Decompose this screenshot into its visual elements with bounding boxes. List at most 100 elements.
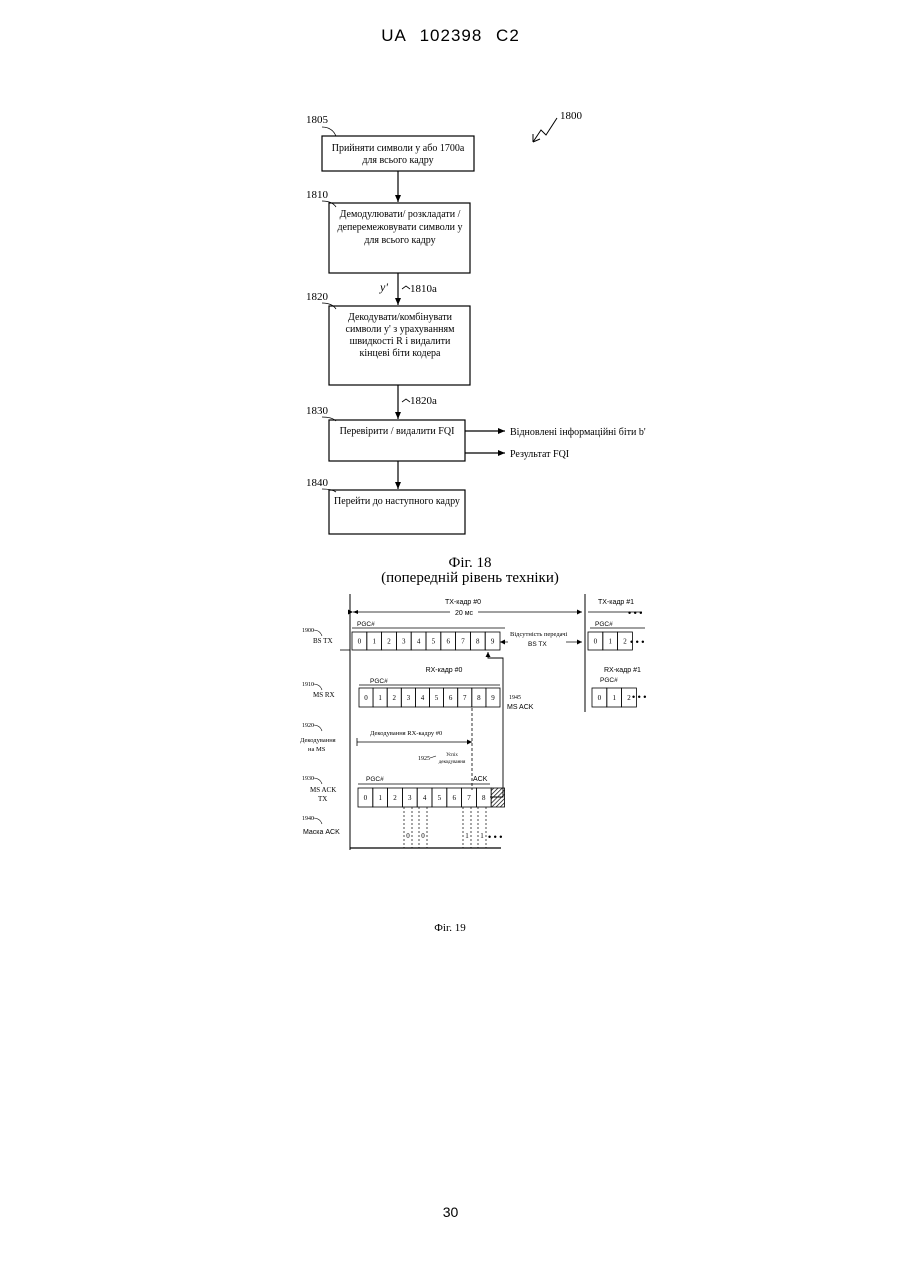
row-ref-1930: 1930 — [302, 776, 314, 782]
slot-number: 4 — [421, 694, 425, 702]
step-ref-1805: 1805 — [306, 114, 329, 126]
slot-number: 2 — [627, 694, 631, 702]
pgc-label: PGC# — [595, 621, 613, 628]
tx-frame-1-label: TX-кадр #1 — [598, 599, 634, 606]
slot-number: 8 — [482, 794, 486, 802]
rx-frame-0-label: RX-кадр #0 — [426, 667, 463, 674]
mask-value: 0 — [421, 832, 425, 840]
slot-number: 4 — [423, 794, 427, 802]
row-ref-1920: 1920 — [302, 723, 314, 729]
figure-18-title: Фіг. 18 — [300, 556, 640, 571]
ms-rx-slots: 0123456789 — [359, 688, 500, 707]
signal-y-prime: y' — [379, 280, 388, 294]
step-text: Декодувати/комбінувати — [348, 312, 453, 323]
step-text: для всього кадру — [364, 235, 435, 246]
row-label-ack-mask: Маска ACK — [303, 829, 340, 836]
success-ref-1925: 1925 — [418, 756, 430, 762]
slot-number: 1 — [372, 638, 376, 646]
step-text: Перевірити / видалити FQI — [340, 426, 455, 437]
ms-ack-label: MS ACK — [507, 704, 534, 711]
figure-19-caption: Фіг. 19 — [400, 922, 500, 934]
step-text: деперемежовувати символи y — [337, 222, 462, 233]
slot-number: 1 — [378, 794, 382, 802]
slot-number: 7 — [467, 794, 471, 802]
duration-label: 20 мс — [455, 610, 474, 617]
step-ref-1820: 1820 — [306, 291, 329, 303]
row-label-ack-tx: TX — [318, 795, 327, 803]
row-label-decode: на MS — [308, 746, 326, 753]
slot-number: 5 — [432, 638, 436, 646]
slot-number: 3 — [402, 638, 406, 646]
slot-number: 5 — [438, 794, 442, 802]
slot-number: 6 — [452, 794, 456, 802]
step-text: кінцеві біти кодера — [360, 348, 441, 359]
ms-ack-ref-1945: 1945 — [509, 695, 521, 701]
bs-tx-slots: 0 1 2 3 4 5 6 7 8 9 — [352, 632, 500, 650]
slot-number: 4 — [417, 638, 421, 646]
row-ref-1910: 1910 — [302, 682, 314, 688]
slot-number: 0 — [358, 638, 362, 646]
slot-number: 7 — [461, 638, 465, 646]
page-number: 30 — [0, 1204, 901, 1220]
slot-number: 0 — [364, 794, 368, 802]
slot-number: 0 — [598, 694, 602, 702]
step-ref-1810: 1810 — [306, 189, 329, 201]
slot-number: 5 — [435, 694, 439, 702]
signal-ref-1820a: 1820a — [410, 395, 437, 407]
row-label-bs-tx: BS TX — [313, 637, 333, 645]
slot-number: 3 — [408, 794, 412, 802]
timing-diagram-fig19: TX-кадр #0 TX-кадр #1 • • • 20 мс 1900 B… — [300, 594, 646, 850]
row-label-ack-tx: MS ACK — [310, 786, 336, 794]
ellipsis: • • • — [632, 692, 646, 702]
row-ref-1940: 1940 — [302, 816, 314, 822]
no-transmission-label: BS TX — [528, 641, 547, 648]
ack-slot-hatched — [491, 788, 504, 807]
slot-number: 1 — [612, 694, 616, 702]
pgc-label: PGC# — [366, 776, 384, 783]
slot-number: 8 — [477, 694, 481, 702]
flowchart-fig18: 1800 1805 Прийняти символи y або 1700a д… — [306, 110, 646, 534]
figure-ref-1800: 1800 — [560, 110, 583, 122]
rx-frame-1-label: RX-кадр #1 — [604, 667, 641, 674]
signal-ref-1810a: 1810a — [410, 283, 437, 295]
no-transmission-label: Відсутність передачі — [510, 631, 568, 638]
figure-18-caption: Фіг. 18 (попередній рівень техніки) — [300, 556, 640, 586]
step-text: Демодулювати/ розкладати / — [340, 209, 461, 220]
ms-ack-tx-slots: 0 1 2 3 4 5 6 7 8 — [358, 788, 505, 807]
slot-number: 6 — [446, 638, 450, 646]
mask-value: 1 — [465, 832, 469, 840]
slot-number: 8 — [476, 638, 480, 646]
decode-success-label: декодування — [439, 760, 466, 765]
ellipsis: • • • — [630, 637, 644, 647]
slot-number: 3 — [407, 694, 411, 702]
step-ref-1840: 1840 — [306, 477, 329, 489]
slot-number: 9 — [491, 694, 495, 702]
slot-number: 6 — [449, 694, 453, 702]
output-recovered-bits: Відновлені інформаційні біти b' — [510, 427, 646, 438]
step-text: для всього кадру — [362, 155, 433, 166]
ellipsis: • • • — [488, 832, 502, 842]
ms-rx-next-slots: 0 1 2 — [592, 688, 636, 707]
output-fqi-result: Результат FQI — [510, 449, 569, 460]
step-text: швидкості R і видалити — [350, 336, 451, 347]
slot-number: 9 — [491, 638, 495, 646]
step-ref-1830: 1830 — [306, 405, 329, 417]
slot-number: 0 — [364, 694, 368, 702]
ack-label: ACK — [473, 776, 488, 783]
pgc-label: PGC# — [370, 678, 388, 685]
pgc-label: PGC# — [357, 621, 375, 628]
slot-number: 2 — [387, 638, 391, 646]
figure-18-subtitle: (попередній рівень техніки) — [300, 571, 640, 586]
slot-number: 2 — [623, 638, 627, 646]
ellipsis: • • • — [628, 608, 642, 618]
slot-number: 2 — [393, 794, 397, 802]
step-text: Перейти до наступного кадру — [334, 496, 460, 507]
row-label-decode: Декодування — [300, 737, 336, 744]
row-ref-1900: 1900 — [302, 628, 314, 634]
slot-number: 1 — [378, 694, 382, 702]
decode-success-label: Успіх — [446, 753, 458, 758]
bs-tx-next-slots: 012 — [588, 632, 632, 650]
slot-number: 0 — [594, 638, 598, 646]
decode-frame-label: Декодування RX-кадру #0 — [370, 730, 442, 737]
